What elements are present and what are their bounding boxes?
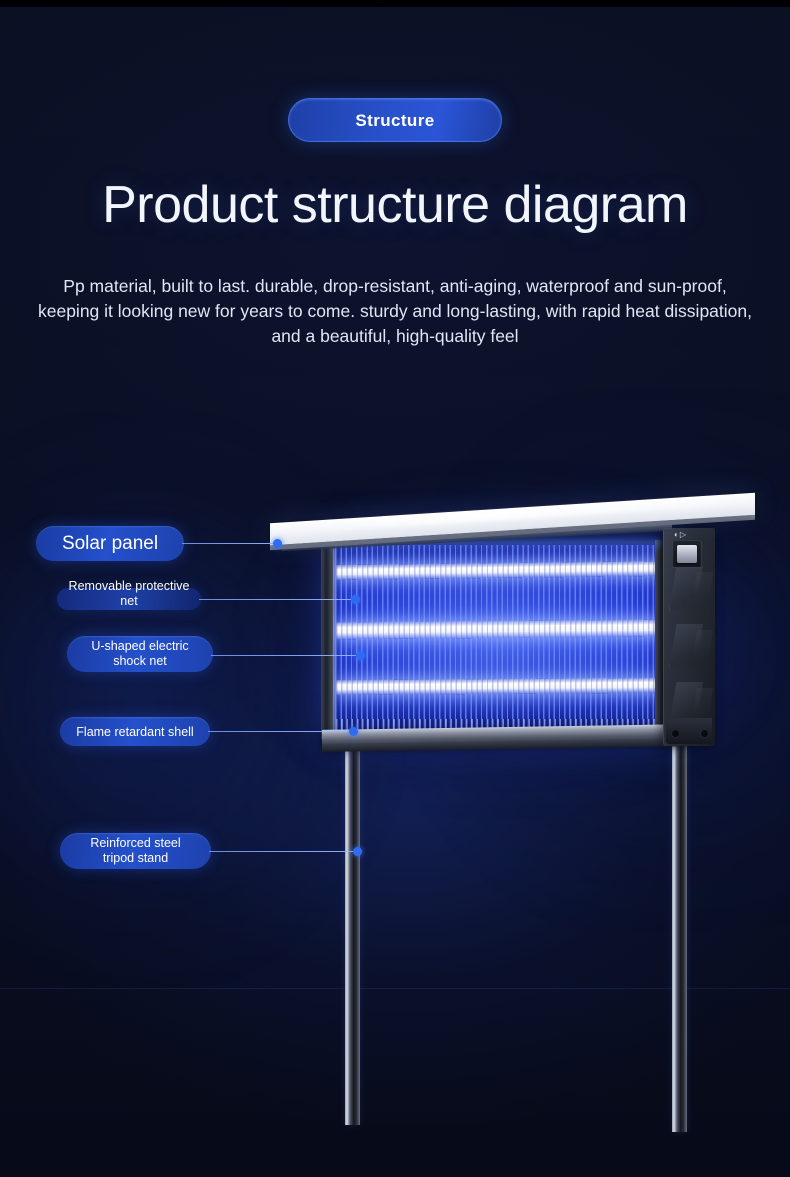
- callout-endpoint-dot: [356, 651, 365, 660]
- mount-bolt-icon: [700, 729, 709, 738]
- callout-line-2: tripod stand: [102, 851, 169, 865]
- flame-retardant-housing: [663, 528, 715, 746]
- callout-endpoint-dot: [349, 727, 358, 736]
- uv-tube-middle: [336, 619, 666, 640]
- callout-leader-line: [209, 851, 358, 852]
- callout-leader-line: [208, 731, 354, 732]
- tripod-leg-right: [672, 742, 687, 1132]
- grid-frame-rail-left: [321, 543, 333, 739]
- callout-line-1: Reinforced steel: [90, 836, 181, 850]
- callout-line-2: shock net: [113, 654, 167, 668]
- callout-endpoint-dot: [351, 595, 360, 604]
- tripod-leg-left: [345, 742, 360, 1125]
- callout-pill-bg[interactable]: [57, 588, 201, 610]
- structure-badge: Structure: [288, 98, 502, 142]
- uv-tube-bottom: [336, 677, 666, 696]
- callout-line-1: U-shaped electric: [91, 639, 189, 653]
- callout-endpoint-dot: [353, 847, 362, 856]
- electric-shock-grid: [330, 545, 670, 735]
- callout-leader-line: [199, 599, 355, 600]
- housing-hex-pattern: [691, 630, 713, 670]
- callout-leader-line: [182, 543, 279, 544]
- background-seam-line: [0, 988, 790, 989]
- section-badge-wrap: Structure: [0, 98, 790, 142]
- protective-net-edge: [333, 548, 337, 734]
- page-title: Product structure diagram: [102, 176, 688, 234]
- grid-frame-rail-right: [655, 540, 665, 738]
- callout-endpoint-dot: [273, 539, 282, 548]
- callout-line-2: net: [120, 594, 138, 608]
- callout-label-solar-panel[interactable]: Solar panel: [36, 526, 184, 561]
- top-black-bar: [0, 0, 790, 7]
- mount-bolt-icon: [671, 729, 680, 738]
- page-description: Pp material, built to last. durable, dro…: [37, 276, 752, 346]
- power-switch-button: [677, 545, 697, 563]
- callout-label-reinforced-steel-tripod-stand[interactable]: Reinforced steel tripod stand: [60, 833, 211, 869]
- callout-label-u-shaped-electric-shock-net[interactable]: U-shaped electric shock net: [67, 636, 213, 672]
- callout-leader-line: [211, 655, 361, 656]
- housing-hex-pattern: [691, 572, 713, 612]
- callout-label-flame-retardant-shell[interactable]: Flame retardant shell: [60, 717, 210, 746]
- callout-label-removable-protective-net: Removable protective net: [50, 579, 208, 609]
- callout-line-1: Removable protective: [68, 579, 190, 593]
- power-symbol-icon: ◐▷: [674, 530, 687, 539]
